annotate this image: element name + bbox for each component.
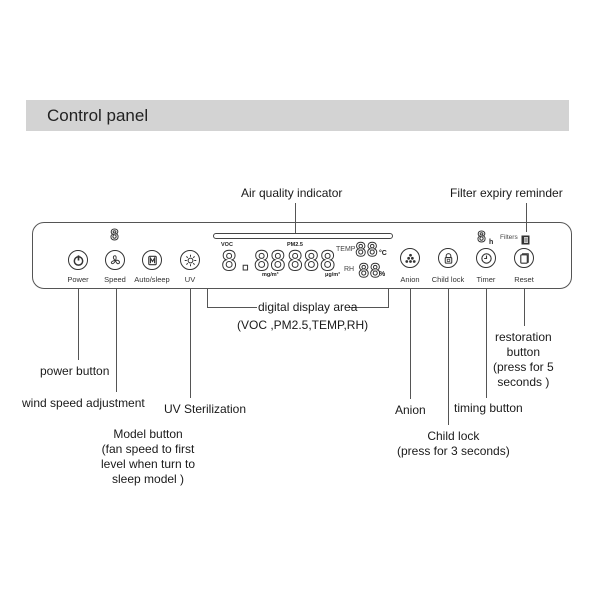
model-callout-line: (fan speed to first	[101, 442, 195, 456]
power-callout: power button	[40, 364, 110, 378]
filter-reset-icon	[519, 252, 529, 264]
child-lock-button[interactable]	[438, 248, 458, 268]
child-lock-callout-line: Child lock	[427, 429, 480, 443]
timer-label: Timer	[476, 275, 496, 284]
air-quality-leader-line	[295, 203, 296, 233]
reset-callout: restoration button (press for 5 seconds …	[493, 330, 554, 390]
model-callout-line: Model button	[113, 427, 183, 441]
timer-hours-digit: 8	[476, 228, 487, 247]
anion-button[interactable]	[400, 248, 420, 268]
speed-callout: wind speed adjustment	[22, 396, 145, 410]
lock-icon	[444, 252, 452, 264]
uv-callout: UV Sterilization	[164, 402, 247, 416]
reset-callout-line: button	[506, 345, 541, 359]
child-lock-leader-line	[448, 289, 449, 425]
auto-sleep-button[interactable]	[142, 250, 162, 270]
rh-unit: %	[379, 271, 386, 278]
display-area-sub-callout: (VOC ,PM2.5,TEMP,RH)	[237, 318, 369, 332]
control-panel	[32, 222, 572, 289]
pm25-unit: μg/m³	[325, 272, 340, 278]
speed-label: Speed	[104, 275, 126, 284]
power-button[interactable]	[68, 250, 88, 270]
reset-callout-line: restoration	[494, 330, 552, 344]
display-bracket-bottom-left	[207, 307, 257, 308]
section-header-bar	[26, 100, 569, 131]
uv-button[interactable]	[180, 250, 200, 270]
fan-icon	[110, 254, 120, 264]
child-lock-callout-line: (press for 3 seconds)	[397, 444, 510, 458]
auto-sleep-label: Auto/sleep	[134, 275, 170, 284]
reset-button[interactable]	[514, 248, 534, 268]
clock-icon	[480, 252, 492, 264]
sun-icon	[184, 254, 196, 266]
speed-level-digit: 8	[109, 226, 120, 245]
anion-leader-line	[410, 289, 411, 399]
display-bracket-left	[207, 289, 208, 307]
reset-label: Reset	[514, 275, 534, 284]
voc-value: 8.88	[220, 246, 287, 278]
anion-dots-icon	[404, 253, 416, 263]
temp-value: 88	[355, 239, 379, 262]
speed-button[interactable]	[105, 250, 125, 270]
display-bracket-bottom-right	[350, 307, 389, 308]
timer-button[interactable]	[476, 248, 496, 268]
temp-label: TEMP	[336, 246, 356, 253]
anion-callout: Anion	[395, 403, 426, 417]
pm25-label: PM2.5	[287, 242, 303, 248]
power-icon	[73, 254, 83, 266]
model-callout-line: level when turn to	[101, 457, 196, 471]
voc-unit: mg/m³	[262, 272, 279, 278]
filter-indicator-icon	[521, 232, 530, 245]
timer-leader-line	[486, 289, 487, 398]
timer-callout: timing button	[454, 401, 523, 415]
filter-expiry-callout: Filter expiry reminder	[450, 186, 563, 200]
model-callout-line: sleep model )	[112, 472, 185, 486]
model-callout: Model button (fan speed to first level w…	[101, 427, 195, 487]
display-area-callout: digital display area	[258, 300, 358, 314]
filters-label: Filters	[500, 234, 518, 241]
section-title: Control panel	[47, 106, 149, 125]
child-lock-callout: Child lock (press for 3 seconds)	[397, 429, 510, 459]
uv-label: UV	[184, 275, 196, 284]
voc-label: VOC	[221, 242, 233, 248]
air-quality-indicator-bar	[213, 233, 393, 239]
child-lock-label: Child lock	[431, 275, 465, 284]
reset-callout-line: (press for 5	[493, 360, 554, 374]
speed-leader-line	[116, 289, 117, 392]
timer-hours-unit: h	[489, 239, 494, 246]
display-bracket-right	[388, 289, 389, 307]
rh-label: RH	[344, 266, 355, 273]
mode-m-icon	[147, 255, 157, 265]
pm25-value: 888	[287, 246, 337, 278]
reset-leader-line	[524, 289, 525, 326]
filter-expiry-leader-line	[526, 203, 527, 232]
uv-leader-line	[190, 289, 191, 398]
reset-callout-line: seconds )	[497, 375, 550, 389]
temp-unit: °C	[379, 250, 387, 257]
anion-label: Anion	[400, 275, 420, 284]
power-leader-line	[78, 289, 79, 360]
rh-value: 88	[358, 260, 382, 283]
power-label: Power	[67, 275, 89, 284]
air-quality-callout: Air quality indicator	[241, 186, 343, 200]
